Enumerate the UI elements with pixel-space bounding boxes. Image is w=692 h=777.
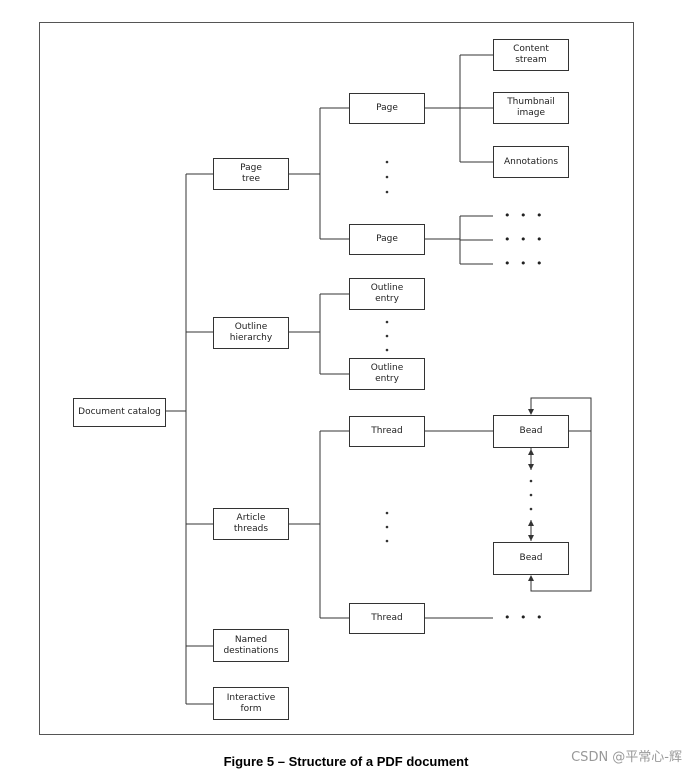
page-box-2: Page <box>349 224 425 255</box>
outline-hierarchy-box: Outline hierarchy <box>213 317 289 349</box>
named-destinations-box: Named destinations <box>213 629 289 662</box>
annotations-box: Annotations <box>493 146 569 178</box>
document-catalog-box: Document catalog <box>73 398 166 427</box>
page-box-1: Page <box>349 93 425 124</box>
ellipsis-page-children-2: • • • <box>504 233 546 246</box>
page-tree-box: Page tree <box>213 158 289 190</box>
ellipsis-page-children-1: • • • <box>504 209 546 222</box>
bead-box-1: Bead <box>493 415 569 448</box>
figure-caption: Figure 5 – Structure of a PDF document <box>223 754 469 769</box>
watermark: CSDN @平常心-辉 <box>571 750 682 765</box>
interactive-form-box: Interactive form <box>213 687 289 720</box>
content-stream-box: Content stream <box>493 39 569 71</box>
outline-entry-box-1: Outline entry <box>349 278 425 310</box>
article-threads-box: Article threads <box>213 508 289 540</box>
thumbnail-image-box: Thumbnail image <box>493 92 569 124</box>
outline-entry-box-2: Outline entry <box>349 358 425 390</box>
thread-box-2: Thread <box>349 603 425 634</box>
ellipsis-page-children-3: • • • <box>504 257 546 270</box>
thread-box-1: Thread <box>349 416 425 447</box>
bead-box-2: Bead <box>493 542 569 575</box>
diagram-frame <box>39 22 634 735</box>
ellipsis-thread-2: • • • <box>504 611 546 624</box>
